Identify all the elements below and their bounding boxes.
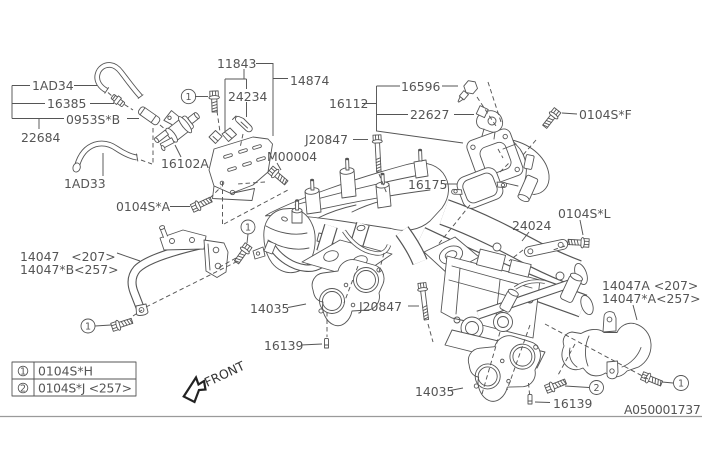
label-16139-right: 16139 [553,396,593,411]
label-j20847-upper: J20847 [304,132,348,147]
label-m00004: M00004 [267,149,317,164]
label-16175: 16175 [408,177,447,192]
gasket-16175 [451,167,507,209]
callout-1-bottomleft: 1 [85,322,91,333]
label-14047a-line2: 14047*A<257> [602,291,701,306]
label-14874: 14874 [290,73,330,88]
label-16112: 16112 [329,96,368,111]
leader-lines [11,63,674,403]
legend-code-2: 0104S*J <257> [38,381,132,396]
callout-circles: 1 1 1 2 1 [80,88,689,395]
label-22627: 22627 [410,107,449,122]
stud-16139-right [527,393,533,405]
callout-2-bottomright: 2 [593,383,599,394]
bolt-j20847-lower [416,281,432,321]
bolt-callout1-bottomleft [109,315,135,333]
label-j20847-lower: J20847 [358,299,402,314]
drawing-number: A050001737 [624,402,700,417]
label-0104sa: 0104S*A [116,199,171,214]
hose-1ad34 [94,62,144,99]
legend-callout-2: 2 [20,383,26,394]
label-0104sl: 0104S*L [558,206,611,221]
label-14035-left: 14035 [250,301,289,316]
sensor-22627 [475,105,503,140]
callout-1-bottomright: 1 [678,379,684,390]
label-1ad34: 1AD34 [32,78,74,93]
bolt-0104sl [567,236,590,249]
intake-manifold [252,148,594,369]
label-0104sf: 0104S*F [579,107,632,122]
callout-1-top: 1 [185,92,191,103]
clip-24234 [232,115,253,133]
bolt-callout2 [543,376,568,395]
label-14047-line1: 14047 <207> [20,249,116,264]
heat-shield-14874 [208,136,273,201]
label-24024: 24024 [512,218,552,233]
label-16139-left: 16139 [264,338,304,353]
label-14047-line2: 14047*B<257> [20,262,119,277]
label-11843: 11843 [217,56,256,71]
label-14047a-line1: 14047A <207> [602,278,698,293]
legend-callout-1: 1 [20,366,26,377]
hose-1ad33 [72,140,139,173]
plenum-ports [304,148,429,215]
bolt-0104sf [540,106,563,131]
bolt-callout1-top [208,90,221,113]
heat-shield-14047a [561,311,652,380]
front-indicator: FRONT [182,358,247,404]
clamp-parts [208,127,237,144]
label-16385: 16385 [47,96,86,111]
legend-code-1: 0104S*H [38,364,93,379]
part-labels: 1AD34 16385 0953S*B 22684 1AD33 16102A 0… [20,56,701,417]
bolt-m00004 [266,164,291,188]
label-1ad33: 1AD33 [64,176,106,191]
label-24234: 24234 [228,89,268,104]
label-14035-right: 14035 [415,384,454,399]
front-label: FRONT [202,358,247,390]
gasket-14035-left [311,259,385,327]
label-16102a: 16102A [161,156,209,171]
legend-table: 1 0104S*H 2 0104S*J <257> [11,361,137,397]
front-arrow-icon [182,375,207,404]
stud-16139-left [324,337,329,349]
bolt-callout1-right [639,370,664,389]
assembly-dashed-lines [107,81,649,395]
pipe-0953sb [137,106,161,126]
solenoid-valve-16102a [154,110,200,151]
callout-1-mid: 1 [245,223,251,234]
bracket-14047 [127,225,229,316]
label-16596: 16596 [401,79,441,94]
label-22684: 22684 [21,130,61,145]
sensor-16596 [457,80,478,103]
connector-16385 [110,94,126,107]
bolt-j20847-upper [371,134,385,173]
label-0953sb: 0953S*B [66,112,120,127]
